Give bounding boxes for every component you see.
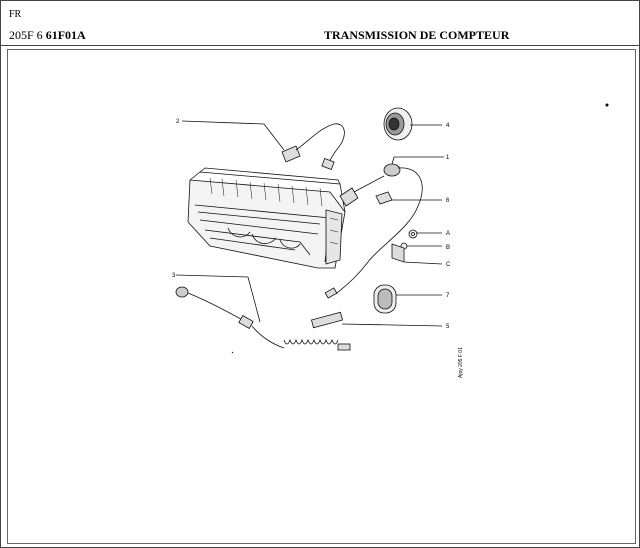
instrument-cluster — [187, 167, 346, 269]
label-2: 2 — [176, 119, 180, 125]
label-4: 4 — [446, 123, 450, 129]
speck-dot — [605, 103, 609, 107]
drawing-frame — [7, 49, 636, 544]
label-c: C — [446, 262, 451, 268]
label-b: B — [446, 245, 450, 251]
page-title: TRANSMISSION DE COMPTEUR — [324, 28, 510, 42]
ref-code: 61F01A — [45, 28, 86, 42]
ref-prefix: 205F 6 — [9, 28, 43, 42]
part-1-cable — [324, 156, 444, 299]
language-code: FR — [9, 9, 22, 20]
part-7-plug — [373, 284, 442, 314]
part-labels: 2 4 1 6 A B C 7 5 3 — [172, 119, 451, 330]
part-2-cable — [181, 120, 345, 170]
header-bar: FR 205F 6 61F01A TRANSMISSION DE COMPTEU… — [1, 1, 639, 46]
side-code: Ajoy 205 F 01 — [458, 347, 464, 378]
part-5-sleeve — [310, 311, 443, 329]
label-6: 6 — [446, 198, 450, 204]
label-7: 7 — [446, 293, 450, 299]
part-3-cable — [175, 274, 351, 351]
reference-code: 205F 6 61F01A — [9, 28, 86, 43]
label-3: 3 — [172, 273, 176, 279]
part-6-clip — [375, 191, 442, 205]
parts-abc — [391, 229, 443, 265]
part-4-grommet — [383, 107, 442, 141]
label-5: 5 — [446, 324, 450, 330]
label-a: A — [446, 231, 450, 237]
label-1: 1 — [446, 155, 450, 161]
